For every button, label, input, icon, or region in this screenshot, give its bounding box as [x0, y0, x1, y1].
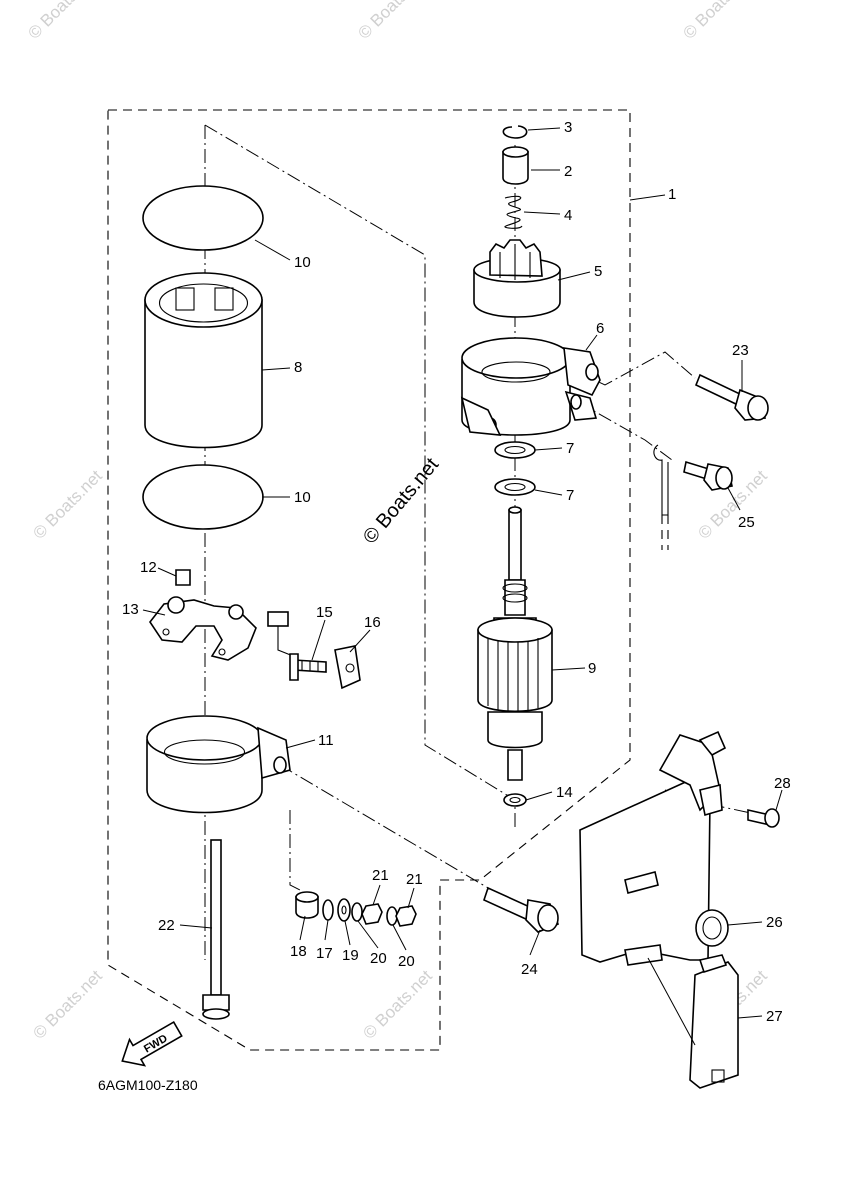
diagram-code: 6AGM100-Z180	[98, 1077, 198, 1093]
watermark-top-right: © Boats.net	[679, 0, 756, 43]
callout-28: 28	[774, 775, 791, 792]
part-3-circlip	[502, 125, 528, 139]
part-4-spring	[504, 195, 523, 229]
part-7-washer-lower	[494, 478, 536, 496]
part-27-cover-plate	[689, 954, 739, 1089]
leader-lines	[142, 127, 783, 1046]
fwd-label: FWD	[142, 1032, 170, 1055]
callout-18: 18	[290, 943, 307, 960]
watermark-mid-left: © Boats.net	[29, 466, 106, 543]
callout-20-b: 20	[398, 953, 415, 970]
fwd-arrow: FWD	[121, 1020, 183, 1067]
callout-20-a: 20	[370, 950, 387, 967]
part-2-collar	[502, 146, 529, 185]
callout-14: 14	[556, 784, 573, 801]
part-25-bolt-and-lead	[653, 444, 733, 550]
callout-11: 11	[318, 732, 334, 749]
callout-21-a: 21	[372, 867, 389, 884]
callout-numbers: 1 2 3 4 5 6 7 7 8 9 10 10 11 12 13 15 16…	[122, 119, 791, 1025]
part-13-brush-holder	[149, 596, 257, 661]
callout-5: 5	[594, 263, 602, 280]
callout-21-b: 21	[406, 871, 423, 888]
callout-2: 2	[564, 163, 572, 180]
callout-6: 6	[596, 320, 604, 337]
part-21-nut-b	[395, 905, 417, 927]
part-19-washer	[337, 898, 351, 922]
part-16-terminal-block	[334, 645, 361, 690]
callout-26: 26	[766, 914, 783, 931]
part-12-brush	[175, 569, 191, 586]
part-9-armature	[477, 506, 553, 781]
watermark-top-left: © Boats.net	[24, 0, 101, 43]
part-8-yoke	[144, 272, 263, 449]
part-21-nut-a	[361, 903, 383, 925]
callout-1: 1	[668, 186, 676, 203]
callout-9: 9	[588, 660, 596, 677]
callout-13: 13	[122, 601, 139, 618]
callout-16: 16	[364, 614, 381, 631]
part-11-rear-bracket	[146, 715, 291, 814]
part-6-front-bracket	[460, 337, 601, 436]
callout-27: 27	[766, 1008, 783, 1025]
part-18-grommet	[295, 891, 319, 919]
callout-10-upper: 10	[294, 254, 311, 271]
part-10-o-ring-lower	[142, 464, 264, 530]
callout-10-lower: 10	[294, 489, 311, 506]
callout-7-upper: 7	[566, 440, 574, 457]
watermark-top-center: © Boats.net	[354, 0, 431, 43]
callout-8: 8	[294, 359, 302, 376]
part-5-pinion-gear	[473, 239, 561, 318]
part-14-washer	[503, 793, 527, 807]
watermark-bottom-center: © Boats.net	[359, 966, 436, 1043]
callout-24: 24	[521, 961, 538, 978]
part-24-bolt	[483, 886, 560, 933]
callout-4: 4	[564, 207, 572, 224]
callout-22: 22	[158, 917, 175, 934]
part-26-cover-bracket	[579, 730, 729, 966]
assembly-boundary	[107, 109, 631, 1051]
part-17-o-ring	[322, 899, 334, 921]
callout-12: 12	[140, 559, 157, 576]
part-22-through-bolt	[202, 839, 230, 1020]
part-20-washer-a	[351, 902, 363, 922]
callout-25: 25	[738, 514, 755, 531]
callout-23: 23	[732, 342, 749, 359]
part-15-brush-lead	[267, 611, 327, 681]
part-28-bolt	[747, 808, 780, 828]
watermark-bottom-left: © Boats.net	[29, 966, 106, 1043]
callout-17: 17	[316, 945, 333, 962]
part-10-o-ring-upper	[142, 185, 264, 251]
callout-3: 3	[564, 119, 572, 136]
callout-15: 15	[316, 604, 333, 621]
part-7-washer-upper	[494, 441, 536, 459]
boats-net-watermark: © Boats.net	[359, 453, 443, 548]
callout-7-lower: 7	[566, 487, 574, 504]
callout-19: 19	[342, 947, 359, 964]
part-23-bolt	[694, 373, 769, 421]
